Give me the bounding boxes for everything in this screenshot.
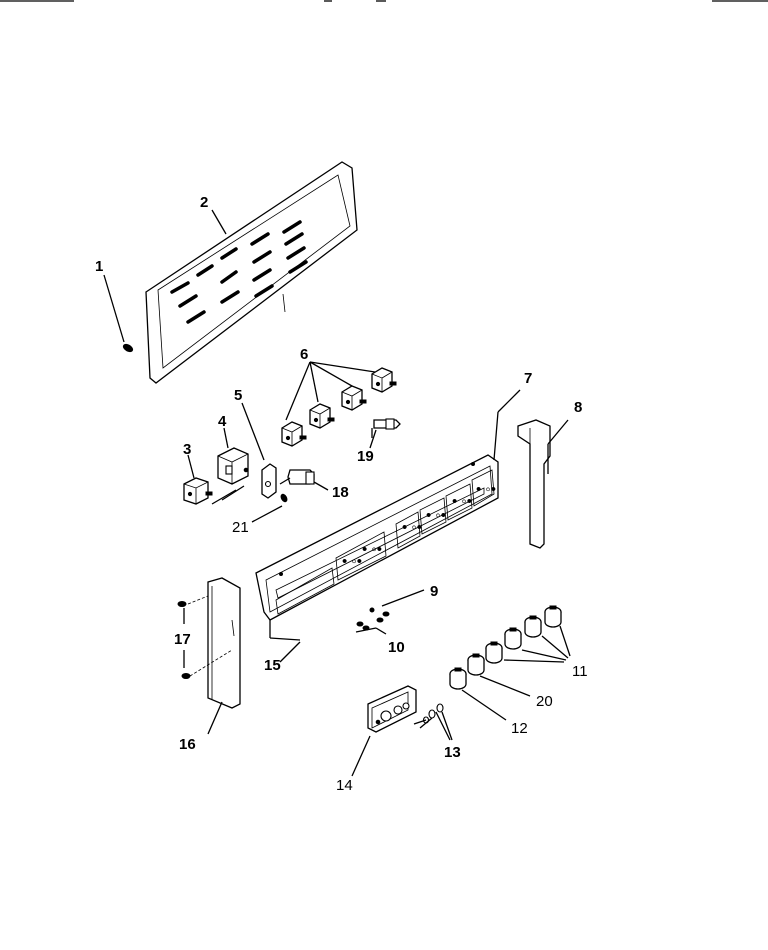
svg-text:• ◦•: • ◦• <box>342 553 362 570</box>
svg-text:• ◦•: • ◦• <box>426 507 446 524</box>
leader-part-15 <box>279 641 301 663</box>
knob-part-12 <box>449 667 507 721</box>
callout-8: 8 <box>574 399 582 416</box>
callout-20: 20 <box>536 693 553 710</box>
callout-6: 6 <box>300 346 308 363</box>
callout-2: 2 <box>200 194 208 211</box>
callout-14: 14 <box>336 777 353 794</box>
callout-19: 19 <box>357 448 374 465</box>
callout-3: 3 <box>183 441 191 458</box>
callout-5: 5 <box>234 387 242 404</box>
infinite-switch-part-4 <box>211 427 249 505</box>
end-cap-part-8 <box>517 419 569 549</box>
knob-part-20 <box>467 653 531 697</box>
callout-13: 13 <box>444 744 461 761</box>
callout-21: 21 <box>232 519 249 536</box>
callout-4: 4 <box>218 413 227 430</box>
screw-part-9 <box>369 589 425 613</box>
switch-part-3 <box>183 454 213 505</box>
end-cap-part-16 <box>207 577 241 735</box>
plug-part-18 <box>279 469 329 491</box>
control-panel-part-7: • ◦• • ◦• • ◦• • ◦• • ◦• • ◦• <box>255 389 521 641</box>
svg-text:• ◦•: • ◦• <box>452 493 472 510</box>
switches-part-6 <box>281 361 397 447</box>
callout-16: 16 <box>179 736 196 753</box>
knobs-part-11 <box>485 605 571 664</box>
screw-part-1 <box>103 274 134 353</box>
svg-text:• ◦•: • ◦• <box>476 481 496 498</box>
callout-9: 9 <box>430 583 438 600</box>
screws-part-17 <box>177 595 233 679</box>
svg-text:• ◦•: • ◦• <box>402 519 422 536</box>
plug-part-19 <box>369 418 401 449</box>
vent-slots <box>170 220 308 324</box>
clips-part-13 <box>413 703 453 741</box>
backguard-vent-panel <box>145 161 358 384</box>
callout-15: 15 <box>264 657 281 674</box>
callout-labels: 1 2 3 4 5 6 7 8 9 10 11 12 13 14 15 16 1… <box>95 194 588 794</box>
screws-part-10 <box>355 611 390 635</box>
callout-7: 7 <box>524 370 532 387</box>
timer-module-part-14 <box>351 685 417 777</box>
svg-text:• ◦•: • ◦• <box>362 541 382 558</box>
callout-18: 18 <box>332 484 349 501</box>
callout-17: 17 <box>174 631 191 648</box>
screw-part-21 <box>251 493 288 523</box>
callout-11: 11 <box>572 663 588 680</box>
callout-10: 10 <box>388 639 405 656</box>
panel-windows: • ◦• • ◦• • ◦• • ◦• • ◦• • ◦• <box>275 462 496 615</box>
callout-12: 12 <box>511 720 528 737</box>
bracket-part-5 <box>241 402 277 499</box>
callout-1: 1 <box>95 258 103 275</box>
